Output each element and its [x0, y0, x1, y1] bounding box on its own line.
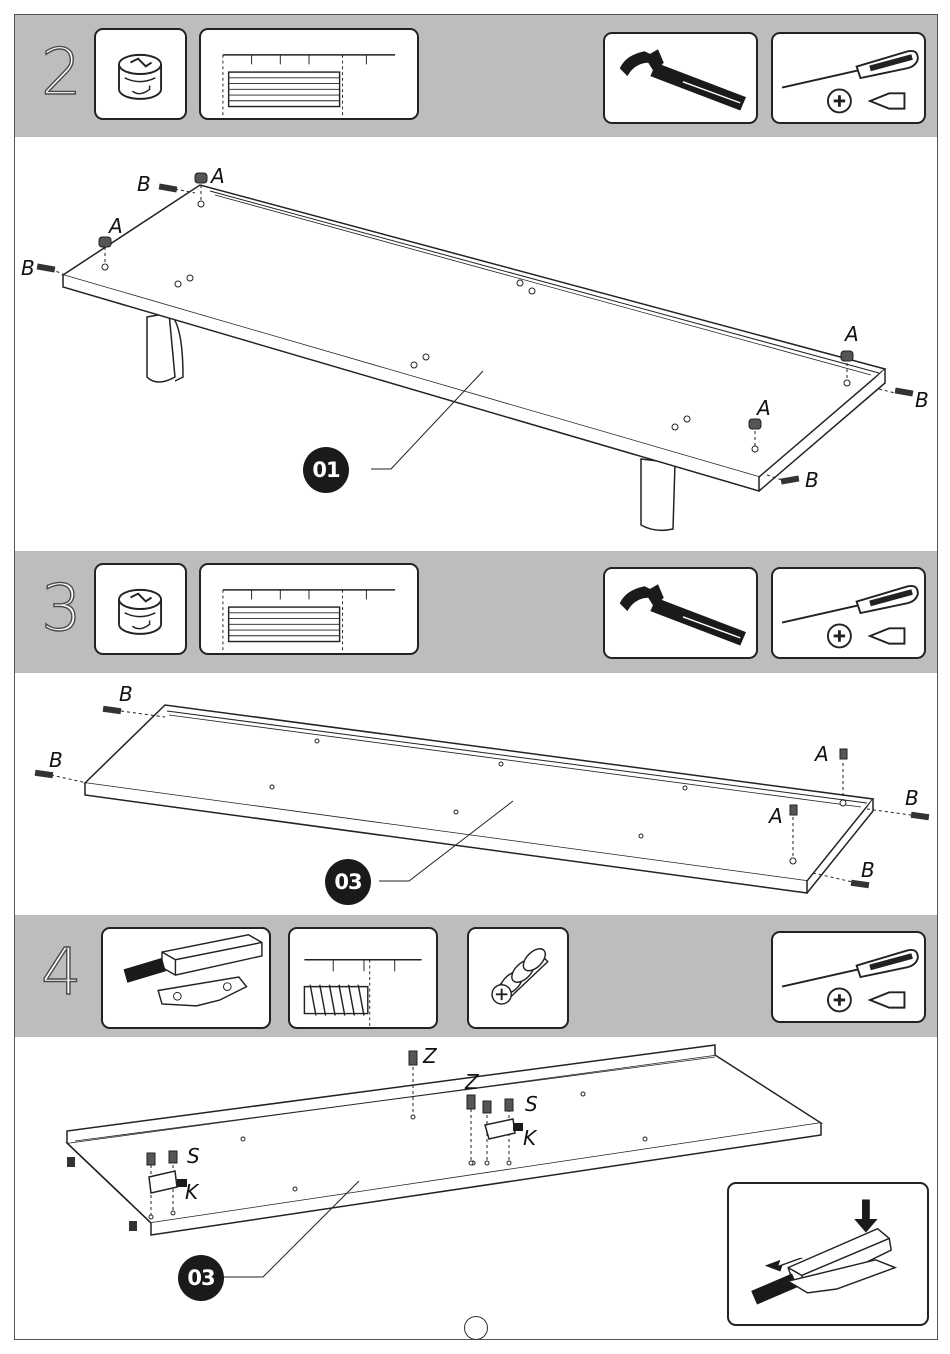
- part-number-badge: 01: [303, 447, 349, 493]
- label-a: A: [767, 804, 783, 828]
- step-number: 3: [41, 577, 82, 641]
- label-b: B: [915, 388, 929, 412]
- part-number-badge: 03: [178, 1255, 224, 1301]
- dowel-part-box: [199, 28, 419, 120]
- hammer-icon: [605, 569, 756, 657]
- label-b: B: [805, 468, 819, 492]
- screwdriver-tool-box: [771, 32, 926, 124]
- label-z: Z: [464, 1070, 480, 1094]
- cam-lock-part-box: [94, 28, 187, 120]
- label-b: B: [861, 858, 875, 882]
- latch-detail-inset: [727, 1182, 929, 1326]
- label-b: B: [137, 172, 151, 196]
- screwdriver-icon: [773, 933, 924, 1021]
- hammer-tool-box: [603, 567, 758, 659]
- page-number-circle: [464, 1316, 488, 1340]
- label-s: S: [187, 1144, 200, 1168]
- label-k: K: [523, 1126, 538, 1150]
- push-latch-part-box: [101, 927, 271, 1029]
- label-k: K: [185, 1180, 200, 1204]
- screwdriver-tool-box: [771, 931, 926, 1023]
- panel-03-drawing: A A B B B B: [15, 673, 937, 915]
- step-2-illustration: A A A A B B B B 01: [15, 137, 937, 551]
- anchor-part-box: [467, 927, 569, 1029]
- screw-part-box: [288, 927, 438, 1029]
- label-a: A: [813, 742, 829, 766]
- step-number: 4: [41, 941, 82, 1005]
- cam-lock-part-box: [94, 563, 187, 655]
- label-a: A: [843, 322, 859, 346]
- cam-lock-icon: [96, 30, 185, 118]
- dowel-icon: [201, 30, 417, 118]
- cam-lock-icon: [96, 565, 185, 653]
- step-number: 2: [41, 41, 82, 105]
- label-b: B: [905, 786, 919, 810]
- arrow-down-icon: [854, 1200, 877, 1233]
- label-b: B: [49, 748, 63, 772]
- dowel-part-box: [199, 563, 419, 655]
- push-latch-icon: [103, 929, 269, 1027]
- dowel-icon: [201, 565, 417, 653]
- step-3-illustration: A A B B B B 03: [15, 673, 937, 915]
- screwdriver-icon: [773, 34, 924, 122]
- label-a: A: [107, 214, 123, 238]
- label-b: B: [119, 682, 133, 706]
- screwdriver-icon: [773, 569, 924, 657]
- label-z: Z: [422, 1044, 438, 1068]
- hammer-tool-box: [603, 32, 758, 124]
- hammer-icon: [605, 34, 756, 122]
- label-s: S: [525, 1092, 538, 1116]
- screwdriver-tool-box: [771, 567, 926, 659]
- label-b: B: [21, 256, 35, 280]
- latch-push-detail: [729, 1184, 927, 1324]
- label-a: A: [209, 164, 225, 188]
- panel-01-drawing: A A A A B B B B: [15, 137, 937, 551]
- part-number-badge: 03: [325, 859, 371, 905]
- wood-screw-icon: [290, 929, 436, 1027]
- label-a: A: [755, 396, 771, 420]
- plastic-anchor-icon: [469, 929, 567, 1027]
